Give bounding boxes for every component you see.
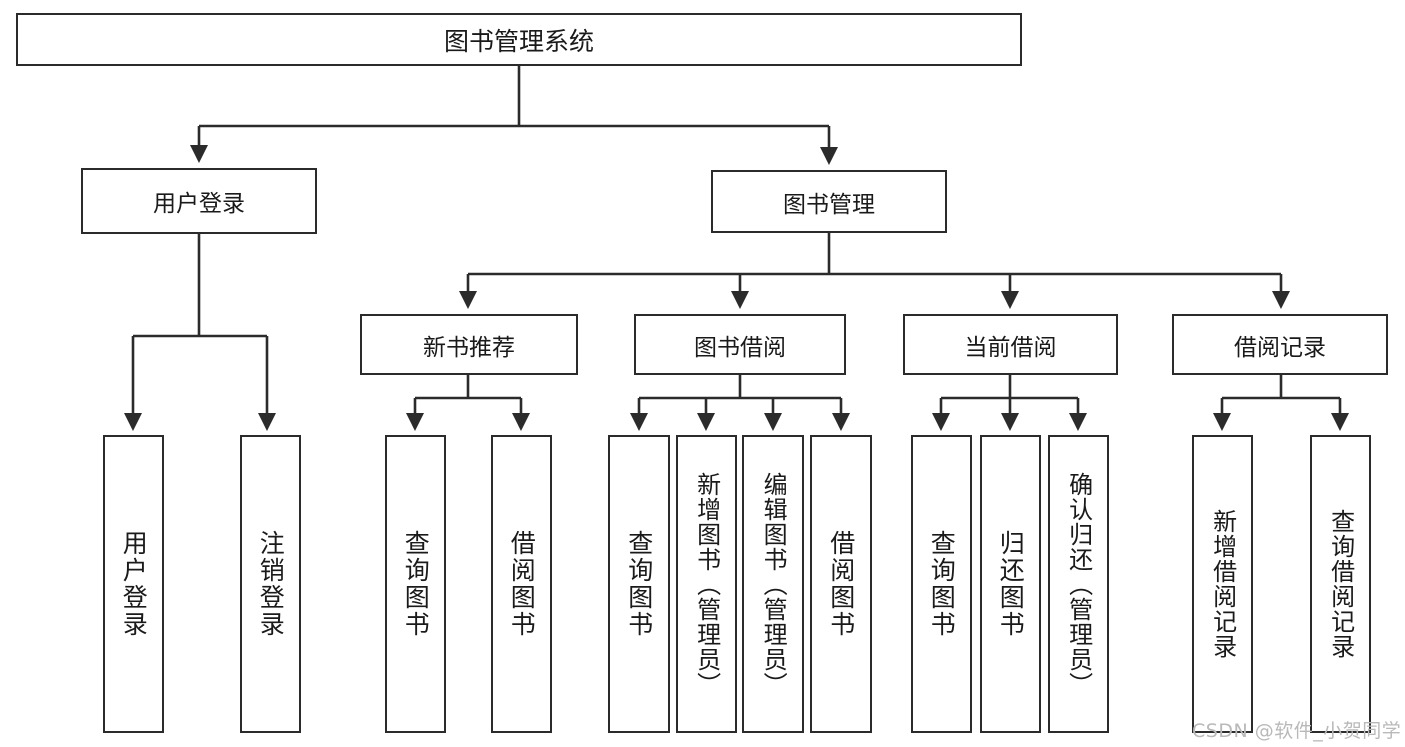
node-label: 图书管理系统 bbox=[443, 26, 594, 56]
node-label: 借阅记录 bbox=[1234, 334, 1326, 361]
leaf-current-borrow-query-book[interactable]: 查询图书 bbox=[911, 435, 972, 733]
node-label: 用户登录 bbox=[119, 530, 149, 638]
node-user-login[interactable]: 用户登录 bbox=[81, 168, 317, 234]
node-label: 注销登录 bbox=[256, 530, 286, 638]
leaf-book-borrow-add-book-admin[interactable]: 新增图书（管理员） bbox=[676, 435, 737, 733]
leaf-book-borrow-borrow-book[interactable]: 借阅图书 bbox=[810, 435, 872, 733]
node-label: 归还图书 bbox=[996, 530, 1026, 638]
leaf-borrow-record-query-record[interactable]: 查询借阅记录 bbox=[1310, 435, 1371, 733]
node-label: 新增借阅记录 bbox=[1208, 509, 1237, 659]
node-label: 用户登录 bbox=[153, 191, 245, 217]
node-label: 查询图书 bbox=[624, 530, 654, 638]
node-label: 编辑图书（管理员） bbox=[759, 471, 788, 697]
leaf-new-book-borrow-book[interactable]: 借阅图书 bbox=[491, 435, 552, 733]
node-label: 当前借阅 bbox=[964, 334, 1057, 361]
node-label: 图书管理 bbox=[783, 191, 875, 218]
node-new-book-recommend[interactable]: 新书推荐 bbox=[360, 314, 578, 375]
leaf-new-book-query-book[interactable]: 查询图书 bbox=[385, 435, 446, 733]
leaf-user-login-login[interactable]: 用户登录 bbox=[103, 435, 164, 733]
node-label: 借阅图书 bbox=[826, 530, 856, 638]
leaf-borrow-record-add-record[interactable]: 新增借阅记录 bbox=[1192, 435, 1253, 733]
node-borrow-record[interactable]: 借阅记录 bbox=[1172, 314, 1388, 375]
node-book-borrow[interactable]: 图书借阅 bbox=[634, 314, 846, 375]
leaf-book-borrow-query-book[interactable]: 查询图书 bbox=[608, 435, 670, 733]
node-label: 确认归还（管理员） bbox=[1064, 471, 1093, 697]
node-label: 图书借阅 bbox=[694, 334, 786, 361]
node-label: 查询图书 bbox=[401, 530, 431, 638]
watermark-text: CSDN @软件_小贺同学 bbox=[1192, 720, 1402, 742]
node-label: 新书推荐 bbox=[423, 334, 515, 361]
leaf-user-login-logout[interactable]: 注销登录 bbox=[240, 435, 301, 733]
csdn-watermark: CSDN @软件_小贺同学 bbox=[1192, 716, 1401, 743]
node-root-book-management-system[interactable]: 图书管理系统 bbox=[16, 13, 1022, 66]
node-label: 借阅图书 bbox=[507, 530, 537, 638]
node-label: 查询借阅记录 bbox=[1326, 509, 1355, 659]
node-label: 查询图书 bbox=[927, 530, 957, 638]
node-book-management[interactable]: 图书管理 bbox=[711, 170, 947, 233]
leaf-current-borrow-return-book[interactable]: 归还图书 bbox=[980, 435, 1041, 733]
node-label: 新增图书（管理员） bbox=[692, 471, 721, 697]
leaf-book-borrow-edit-book-admin[interactable]: 编辑图书（管理员） bbox=[742, 435, 804, 733]
leaf-current-borrow-confirm-return-admin[interactable]: 确认归还（管理员） bbox=[1048, 435, 1109, 733]
node-current-borrow[interactable]: 当前借阅 bbox=[903, 314, 1118, 375]
